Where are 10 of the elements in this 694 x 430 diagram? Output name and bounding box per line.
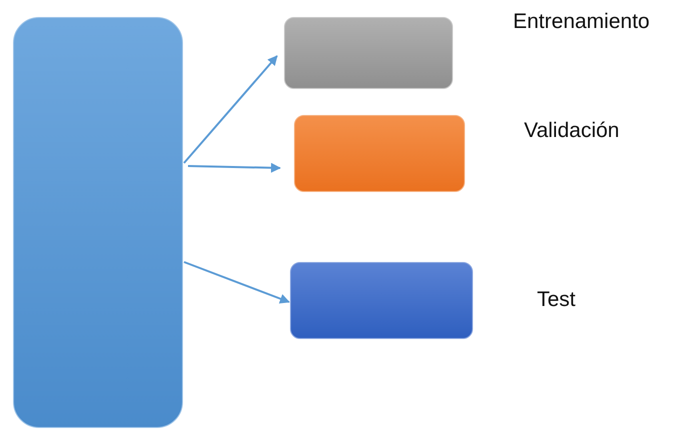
arrow [184, 261, 290, 304]
arrow [188, 162, 281, 173]
rounded-box [290, 262, 473, 339]
rounded-box [294, 115, 465, 192]
arrow [183, 55, 278, 164]
rounded-box [284, 17, 453, 89]
rounded-box [13, 17, 183, 428]
box-caption: Validación [524, 119, 620, 143]
box-caption: Entrenamiento [513, 10, 650, 34]
box-caption: Test [537, 288, 576, 312]
